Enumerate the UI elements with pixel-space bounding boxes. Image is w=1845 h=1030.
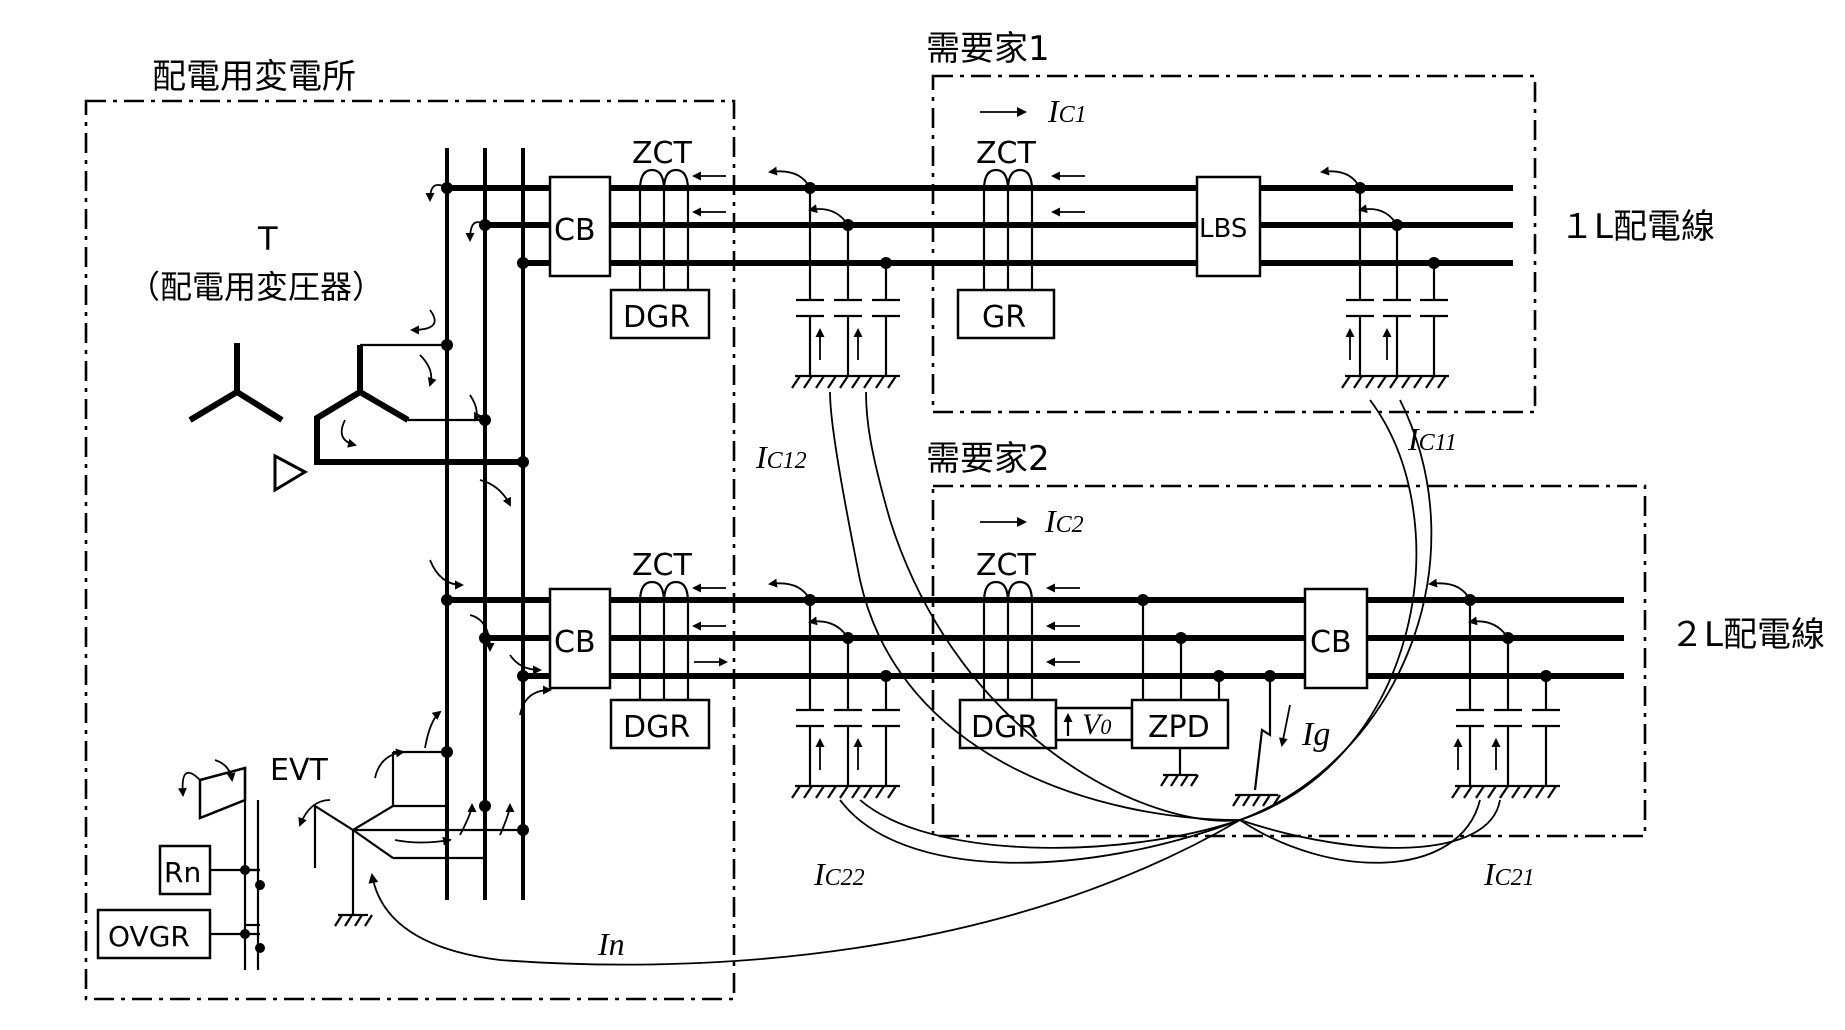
ic12-label: IC12: [755, 439, 807, 475]
customer1-title: 需要家1: [926, 29, 1050, 69]
customer1-zct: [982, 168, 1034, 290]
evt-label: EVT: [270, 753, 328, 788]
ic1-label: IC1: [1047, 93, 1087, 129]
rn-label: Rn: [164, 856, 201, 889]
feeder1-name: １L配電線: [1560, 207, 1715, 247]
primary-wye-symbol: [188, 343, 284, 423]
evt-primary: [313, 750, 523, 927]
rn-box: [158, 844, 212, 896]
customer2-zpd-label: ZPD: [1148, 710, 1210, 745]
substation-title: 配電用変電所: [152, 57, 356, 97]
customer1-capacitors: [1341, 188, 1449, 389]
transformer-label: T: [257, 220, 278, 258]
feeder2-cb-box: [548, 587, 612, 690]
ovgr-label: OVGR: [108, 920, 190, 953]
feeder2-dgr-label: DGR: [623, 710, 690, 745]
ic22-label: IC22: [813, 856, 865, 892]
ic11-label: IC11: [1407, 421, 1457, 457]
current-arrows: [177, 107, 1509, 846]
feeder1-capacitors: [791, 188, 900, 389]
customer1-gr-box: [956, 288, 1056, 340]
feeder2-name: ２L配電線: [1670, 615, 1825, 655]
customer2-zpd-box: [1130, 698, 1230, 750]
ovgr-box: [96, 908, 212, 960]
customer1-zct-label: ZCT: [976, 136, 1036, 171]
ig-label: Ig: [1301, 716, 1330, 753]
customer2-zct: [982, 580, 1034, 700]
customer2-capacitors: [1451, 600, 1560, 799]
ic21-label: IC21: [1483, 856, 1535, 892]
feeder2-capacitors: [791, 600, 900, 799]
ic2-label: IC2: [1044, 503, 1084, 539]
in-label: In: [597, 926, 625, 962]
customer2-zct-label: ZCT: [976, 548, 1036, 583]
substation-frame: [84, 99, 736, 1001]
feeder2-zct: [638, 580, 690, 700]
substation-bus: [445, 148, 525, 900]
feeder1-zct-label: ZCT: [632, 136, 692, 171]
return-current-paths: [368, 391, 1501, 966]
feeder2-dgr-box: [609, 698, 711, 750]
customer2-frame: [931, 484, 1647, 838]
customer2-dgr-label: DGR: [971, 710, 1038, 745]
customer1-lbs-box: [1195, 175, 1262, 278]
feeder1-cb-box: [548, 175, 612, 278]
customer1-lbs-label: LBS: [1199, 214, 1247, 244]
feeder1-cb-label: CB: [554, 213, 596, 248]
feeder2-zct-label: ZCT: [632, 548, 692, 583]
feeder2-conductors: [447, 597, 1624, 679]
ground-fault-point: [1232, 676, 1281, 807]
customer2-cb-label: CB: [1310, 625, 1352, 660]
feeder1-zct: [638, 168, 690, 290]
customer2-title: 需要家2: [926, 439, 1050, 479]
customer2-cb-box: [1303, 587, 1369, 690]
feeder2-cb-label: CB: [554, 625, 596, 660]
secondary-wye-symbol: [314, 343, 523, 465]
feeder1-dgr-label: DGR: [623, 300, 690, 335]
customer1-gr-label: GR: [982, 300, 1026, 335]
v0-label: V0: [1082, 708, 1111, 741]
customer1-frame: [931, 74, 1537, 414]
transformer-name: （配電用変圧器）: [128, 268, 384, 306]
feeder1-dgr-box: [609, 288, 711, 340]
delta-symbol: [273, 453, 309, 493]
